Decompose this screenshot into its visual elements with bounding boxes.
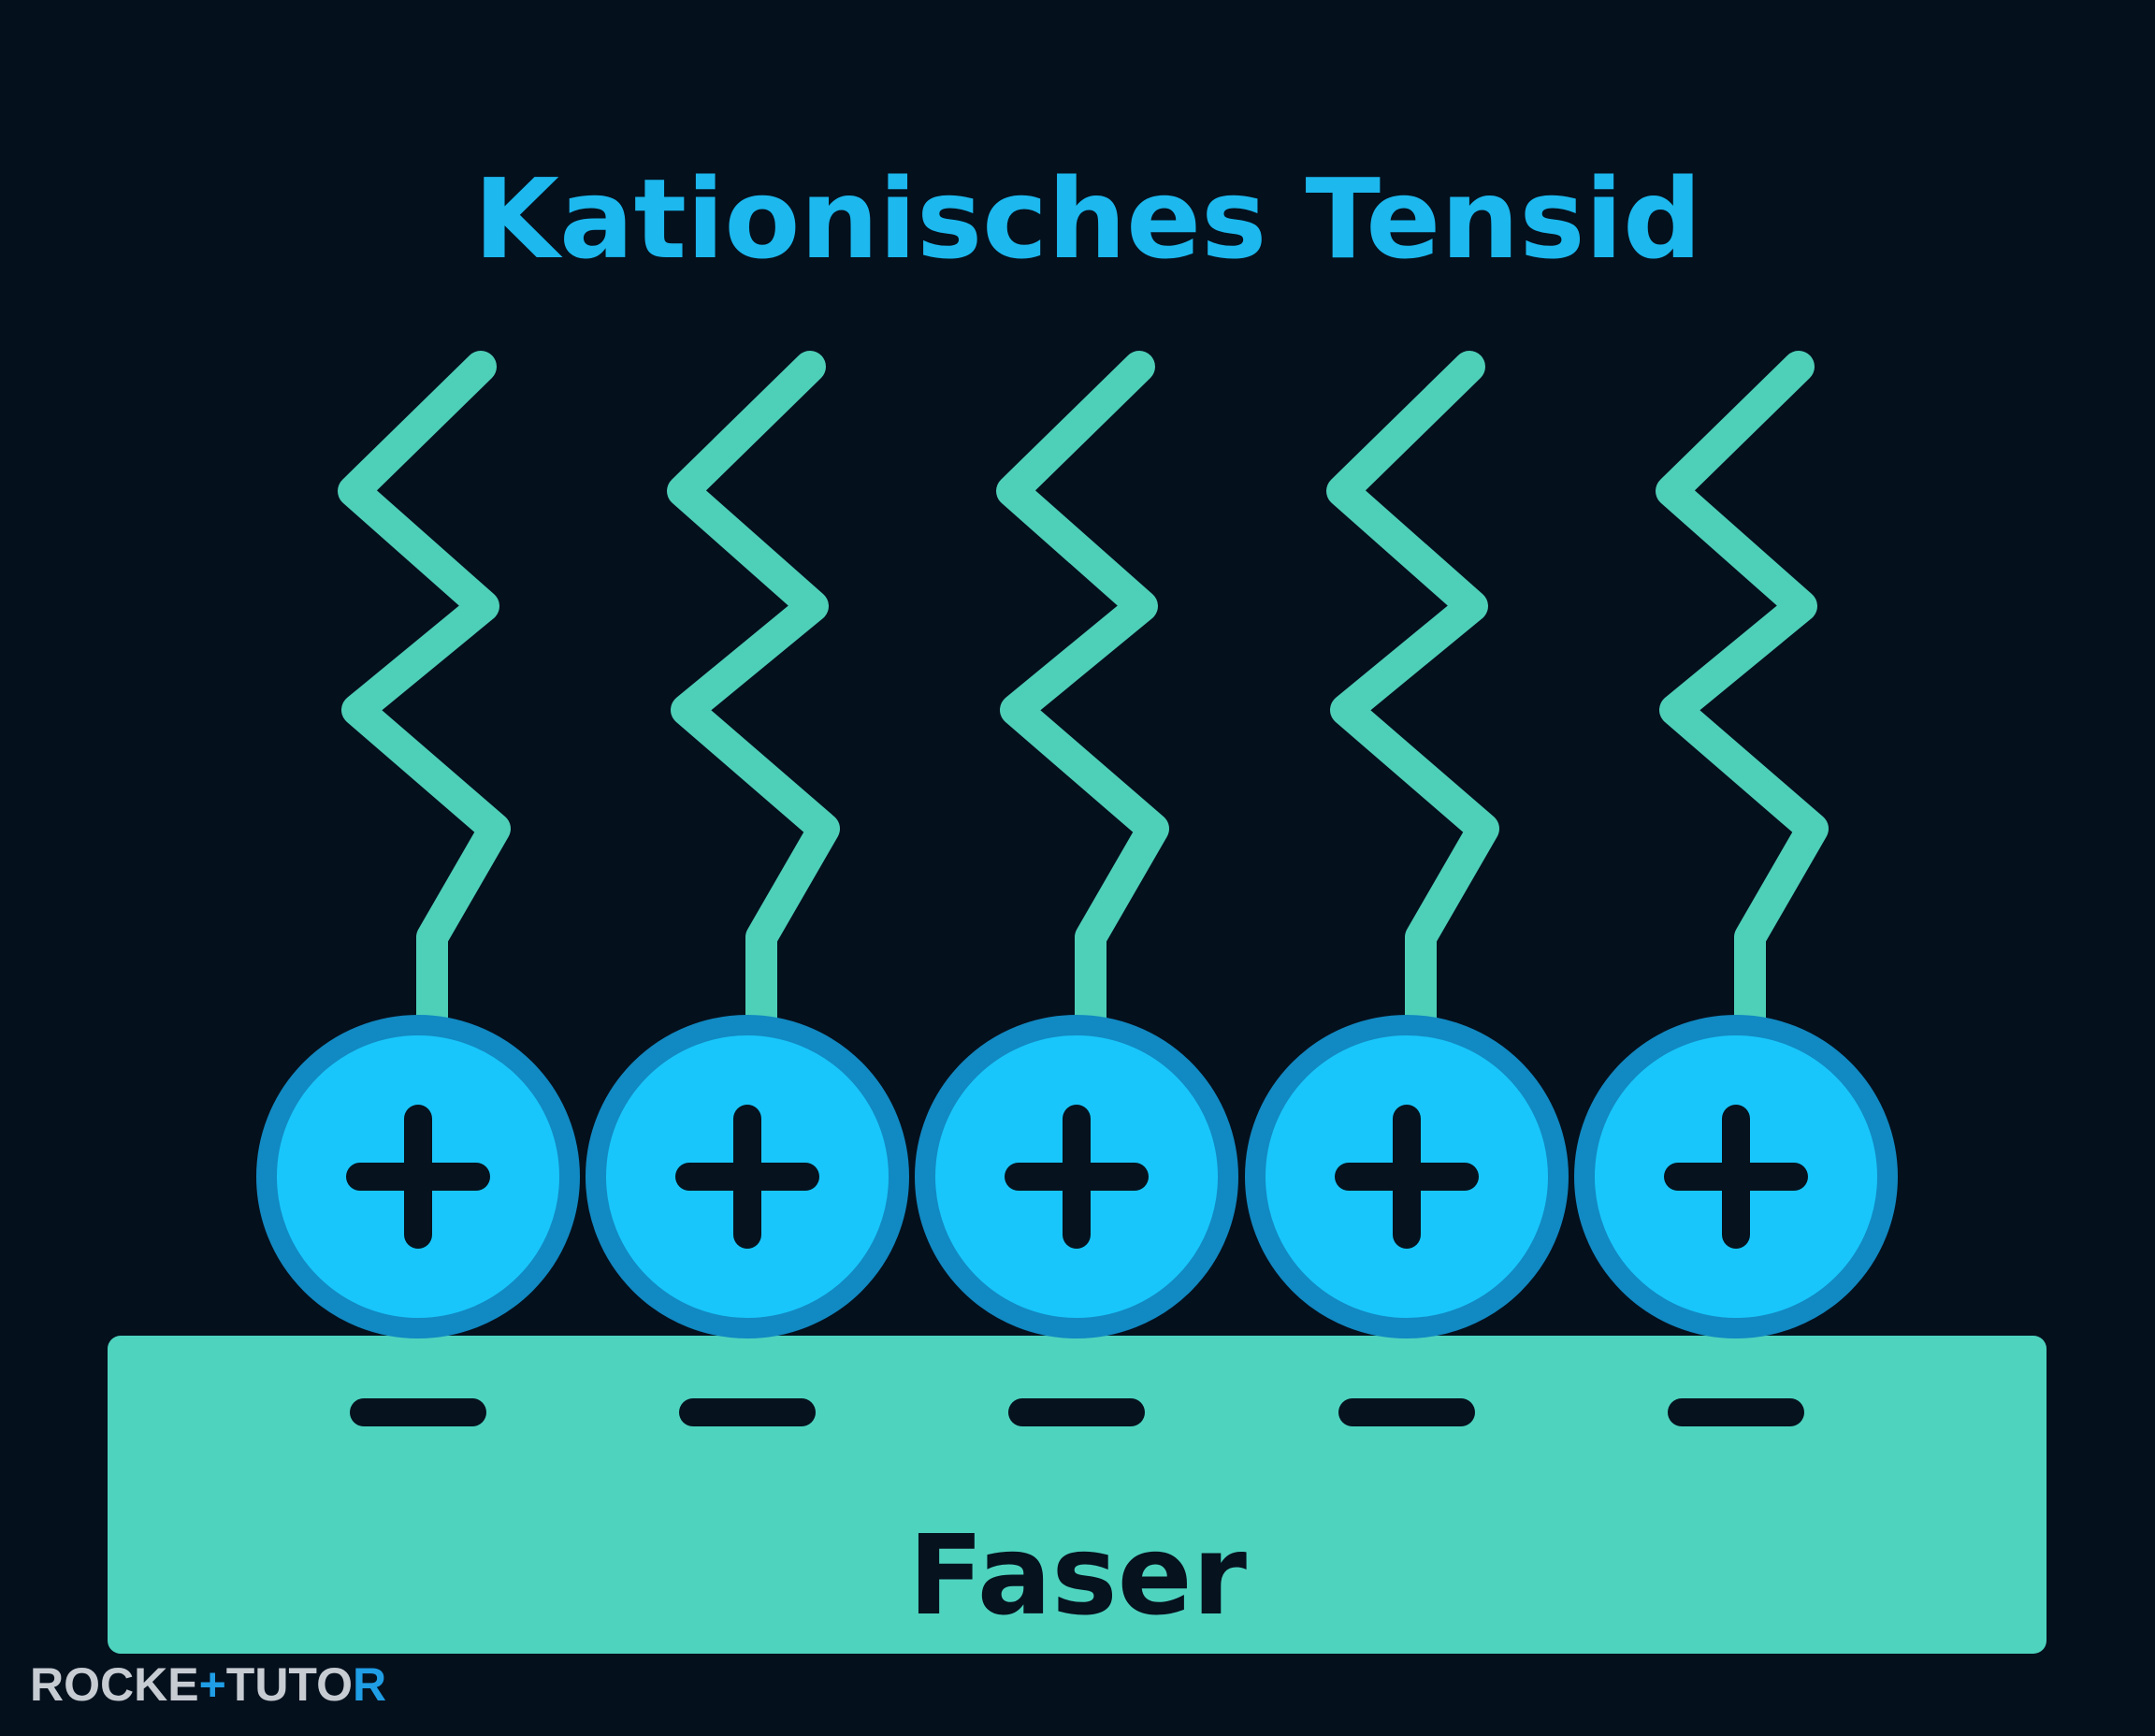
tail-chain xyxy=(1656,351,1829,1041)
cation-head xyxy=(256,1015,580,1338)
tail-chain xyxy=(338,351,511,1041)
diagram-title: Kationisches Tensid xyxy=(474,154,1702,283)
cation-head xyxy=(1245,1015,1569,1338)
tail-chain xyxy=(1326,351,1499,1041)
fiber-block xyxy=(108,1336,2047,1654)
tail-chain xyxy=(996,351,1169,1041)
cation-head xyxy=(915,1015,1238,1338)
cation-head xyxy=(1574,1015,1898,1338)
fiber-label: Faser xyxy=(908,1511,1247,1640)
brand-logo: ROCKE+TUTOR xyxy=(30,1658,386,1711)
hydrophobic-tails xyxy=(338,351,1829,1041)
tail-chain xyxy=(667,351,840,1041)
cation-head xyxy=(586,1015,909,1338)
cationic-heads xyxy=(256,1015,1898,1338)
